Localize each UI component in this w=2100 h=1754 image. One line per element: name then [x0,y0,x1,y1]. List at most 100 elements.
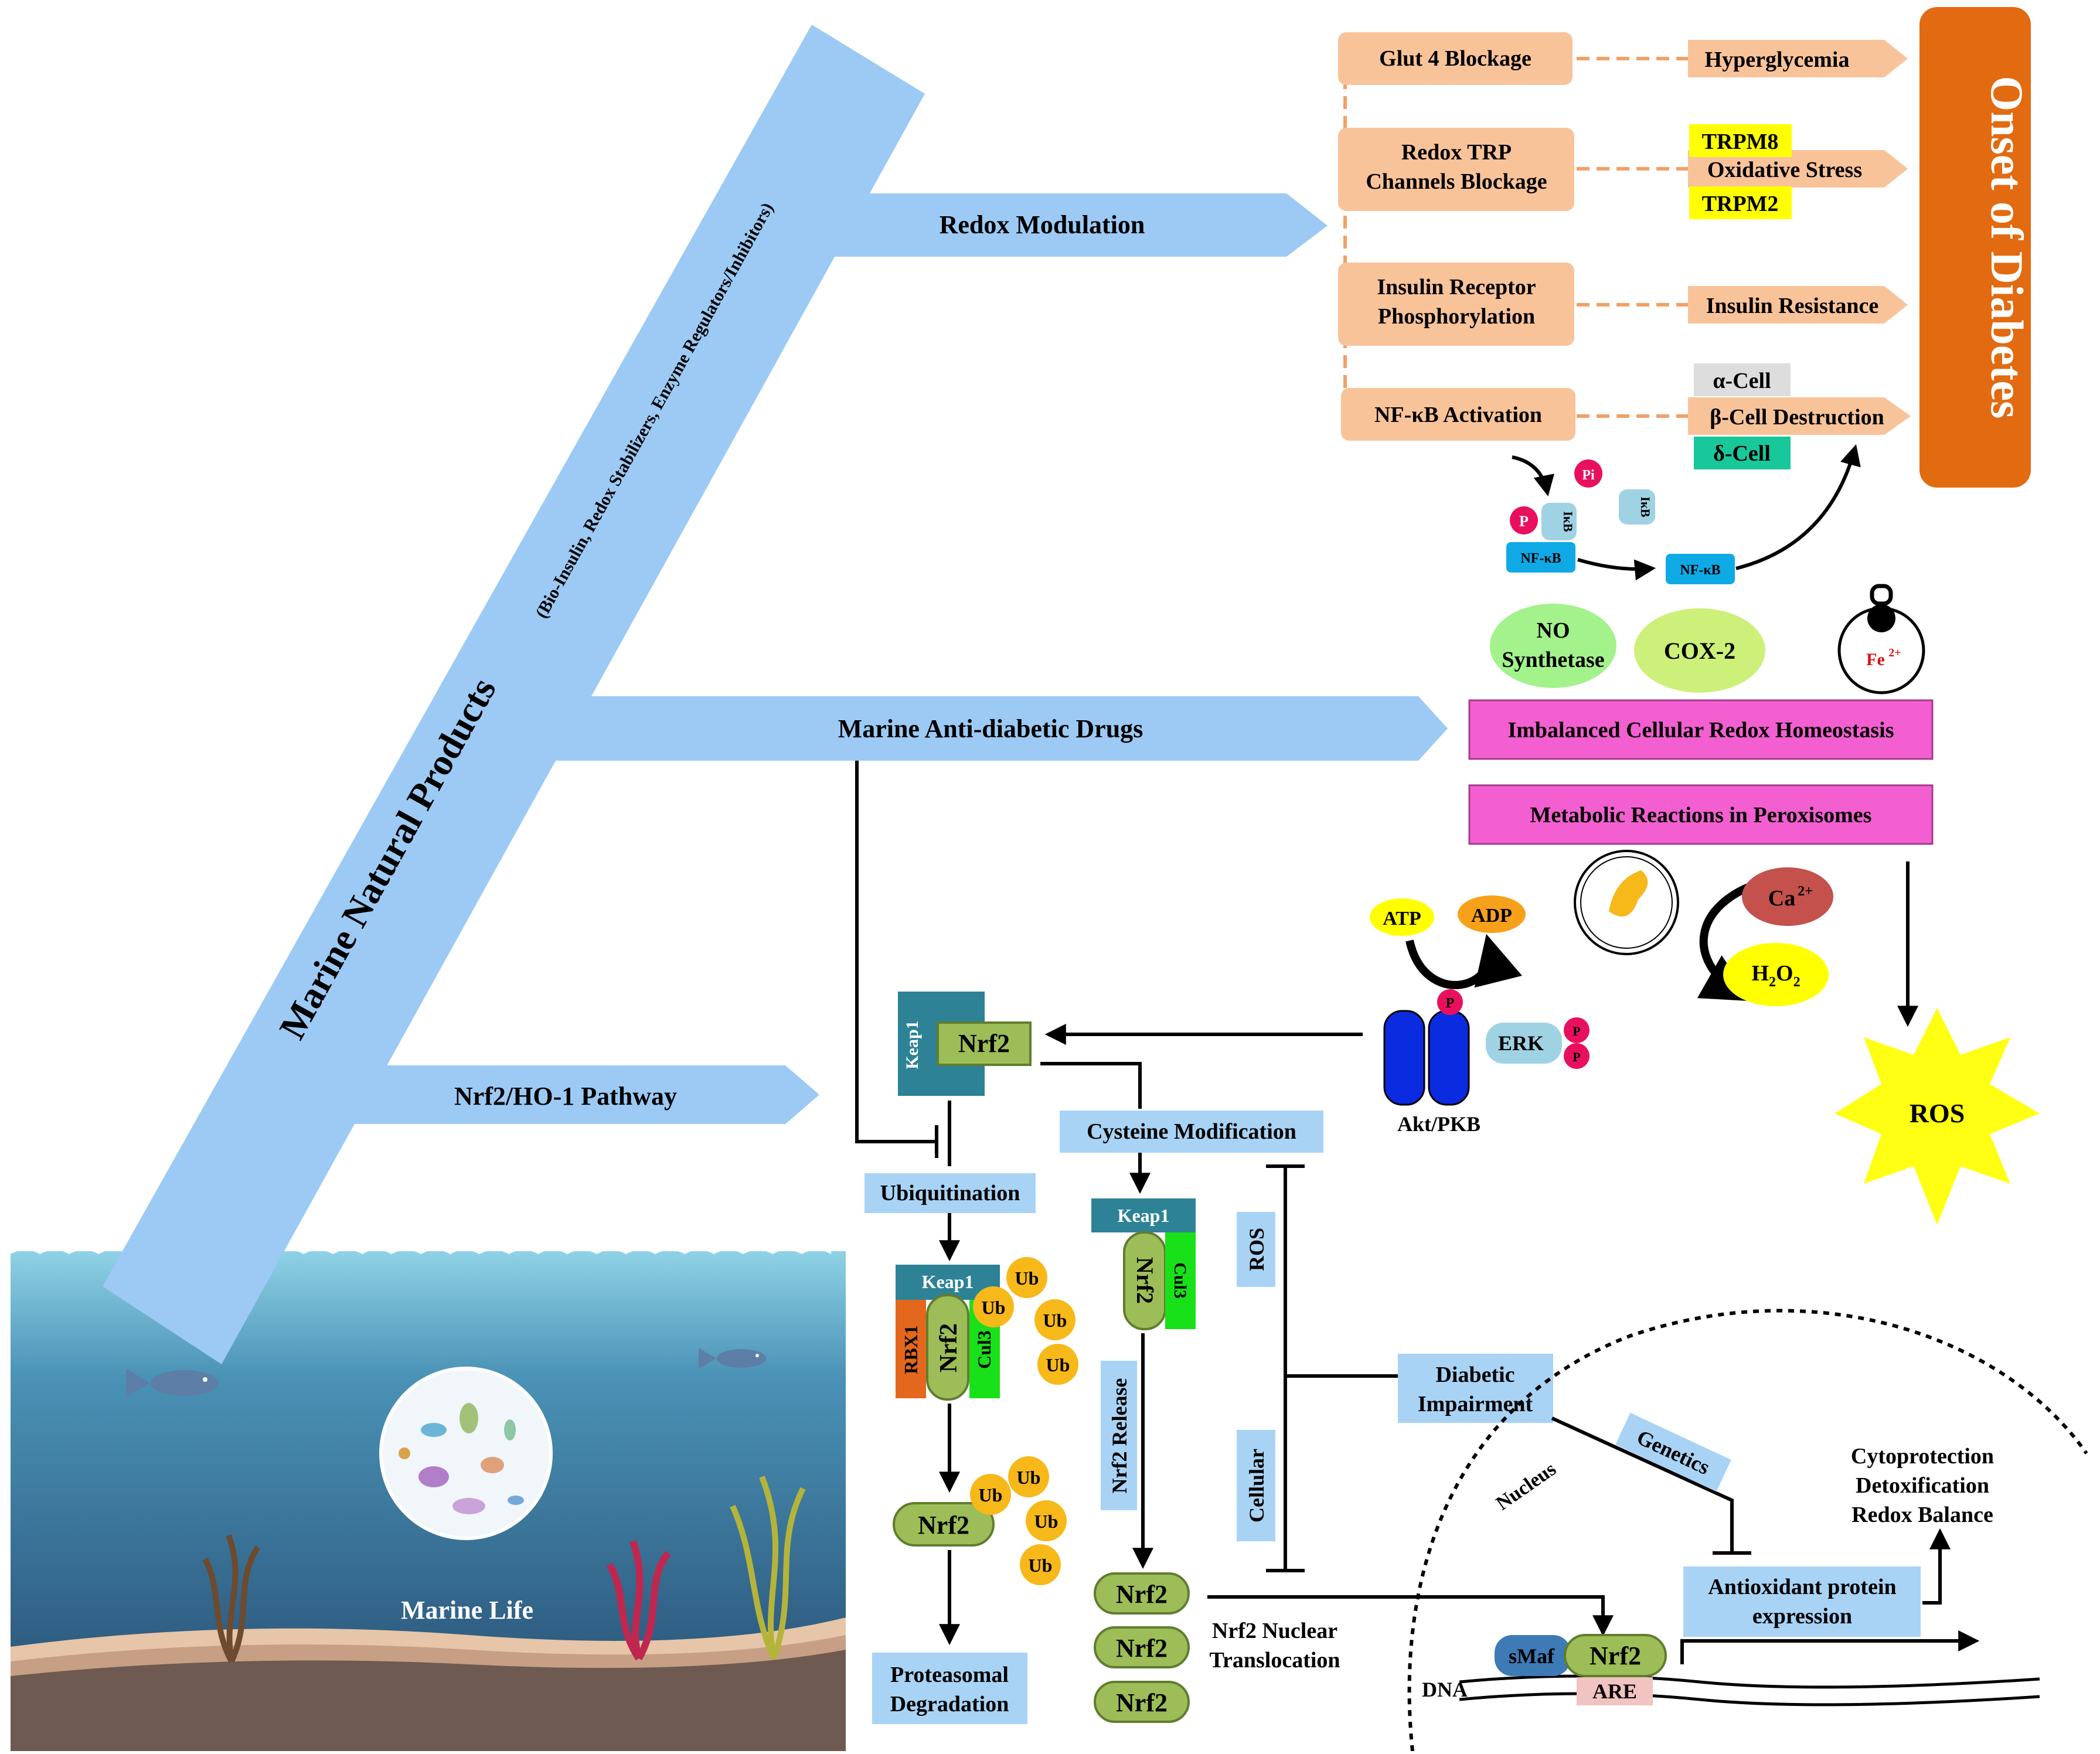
p-label: P [1519,513,1529,530]
nrf2-capsule-free-1 [1094,1572,1190,1615]
antioxidant-label-1: Antioxidant protein [1708,1575,1896,1599]
cysteine-box [1060,1111,1323,1153]
drugs-inhibit-line [855,761,937,1143]
akt-p-label: P [1446,996,1455,1011]
redox-branch-label: Redox Modulation [940,210,1145,239]
ub-label: Ub [1017,1467,1041,1488]
nucleus-label: Nucleus [1492,1458,1560,1514]
cysteine-label: Cysteine Modification [1087,1119,1296,1144]
cellular-label: Cellular [1245,1449,1268,1523]
ub-circle [1037,1344,1078,1385]
ub-circle [970,1474,1011,1515]
ub-circle [1034,1299,1075,1340]
trpm2-label: TRPM2 [1702,192,1779,216]
nrf2-capsule-free-2 [1094,1626,1190,1668]
genetics-tag: Genetics [1615,1412,1731,1492]
nrf2-release-box [1101,1361,1137,1510]
cellular-box [1237,1430,1275,1541]
detoxification-label: Detoxification [1856,1473,1989,1498]
nrf2-label-mid: Nrf2 [935,1323,962,1372]
peroxisome-icon [1574,850,1679,955]
cul3-label-cys: Cul3 [1170,1262,1190,1299]
nos-label-2: Synthetase [1502,648,1604,672]
hyperglycemia-arrow: Hyperglycemia [1688,40,1908,77]
keap1-label-top: Keap1 [903,1020,922,1069]
smaf-label: sMaf [1509,1644,1555,1668]
adp-ellipse [1458,895,1526,933]
ub-label: Ub [1043,1310,1067,1331]
seaweed-icon [730,1476,806,1660]
trp-label-1: Redox TRP [1401,140,1512,165]
free-ikb-label: IκB [1638,496,1653,517]
oxidative-stress-arrow: Oxidative Stress [1688,150,1908,188]
proteasomal-label-2: Degradation [890,1692,1009,1716]
transcription-arrow [1680,1630,1980,1664]
drugs-branch-label: Marine Anti-diabetic Drugs [838,714,1143,743]
bound-ikb-shape [1541,503,1577,540]
p-circle [1510,506,1538,534]
onset-label: Onset of Diabetes [1982,76,2033,419]
akt-pkb-icon: P [1383,989,1470,1106]
translocation-label-1: Nrf2 Nuclear [1212,1619,1337,1643]
ub-circle [1026,1500,1067,1541]
cul3-label-mid: Cul3 [974,1330,995,1369]
drugs-branch-arrow [545,696,1448,761]
cox2-ellipse: COX-2 [1634,608,1765,693]
dna-label: DNA [1422,1678,1468,1701]
keap1-label-cys: Keap1 [1118,1205,1170,1226]
erk-p-label-1: P [1573,1024,1580,1038]
nfkb-label-2: NF-κB [1680,563,1720,578]
nfkb-activation-box: NF-κB Activation [1341,388,1575,441]
translocation-label-2: Translocation [1209,1648,1340,1673]
are-label: ARE [1592,1680,1637,1703]
nrf2-free-label-3: Nrf2 [1116,1688,1168,1717]
nfkb-shape-1 [1506,542,1575,573]
ros-label: ROS [1910,1098,1965,1128]
cytoprotection-label: Cytoprotection [1851,1444,1994,1469]
translocation-arrow [1207,1595,1614,1637]
ubiquitination-box [864,1173,1036,1213]
rbx1-label: RBX1 [900,1325,921,1374]
nfkb-activation-label: NF-κB Activation [1374,403,1542,427]
nfkb-label-1: NF-κB [1520,551,1561,566]
nrf2-label-top: Nrf2 [958,1029,1010,1058]
erk-p-label-2: P [1573,1050,1580,1064]
keap1-box-cys [1091,1198,1196,1232]
free-ikb-shape [1619,489,1655,525]
atp-ellipse [1370,898,1434,936]
insulin-receptor-box: Insulin Receptor Phosphorylation [1338,263,1574,346]
ub-circle [973,1286,1014,1327]
diabetic-label-1: Diabetic [1435,1363,1514,1387]
fe-label: Fe [1866,650,1885,669]
ub-circle [1006,1257,1047,1298]
ros-burst: ROS [1834,1008,2040,1225]
ub-label: Ub [1015,1268,1039,1289]
cox2-label: COX-2 [1664,638,1735,664]
ub-label: Ub [1029,1555,1053,1576]
proteasomal-label-1: Proteasomal [890,1663,1009,1687]
ub-circle [1008,1456,1049,1497]
nrf2-label-ub: Nrf2 [918,1511,969,1540]
nfkb-to-beta-arrow [1735,444,1861,570]
redox-balance-label: Redox Balance [1851,1503,1993,1527]
antioxidant-box [1683,1566,1921,1637]
ca-charge-label: 2+ [1798,884,1813,899]
seabed [11,1650,846,1754]
pi-circle [1574,459,1602,488]
nrf2-capsule-free-3 [1094,1681,1190,1723]
dna-strand-1 [1459,1674,2040,1689]
atp-label: ATP [1383,908,1421,929]
ub-label: Ub [982,1297,1006,1318]
imbalance-box: Imbalanced Cellular Redox Homeostasis [1468,699,1934,760]
erk-label: ERK [1498,1031,1544,1055]
insulin-resistance-arrow: Insulin Resistance [1688,286,1908,323]
h2o2-label: H2O2 [1751,961,1800,990]
atp-to-adp-arrow [1405,934,1522,989]
trp-label-2: Channels Blockage [1366,169,1547,194]
alpha-cell-badge [1694,363,1791,396]
fish-icon [699,1348,766,1369]
nfkb-shape-2 [1666,554,1735,584]
antioxidant-label-2: expression [1752,1604,1852,1629]
seaweed-icon [606,1540,671,1661]
